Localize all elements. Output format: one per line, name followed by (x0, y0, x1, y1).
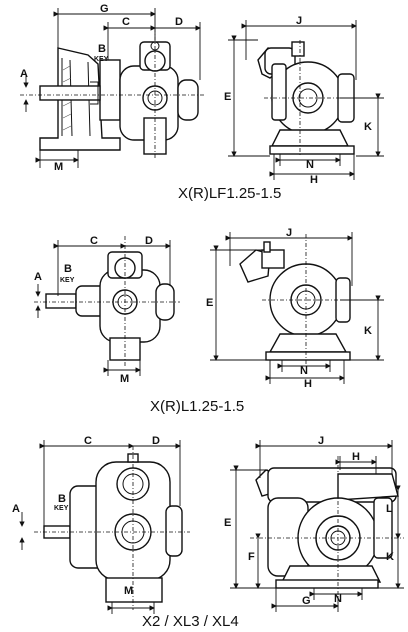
diagram-2-front-view (239, 234, 360, 364)
diagram-2-label-d: D (145, 235, 153, 247)
diagram-1-side-view (20, 28, 205, 160)
diagram-1-label-key: KEY (94, 56, 109, 63)
diagram-1-label-a: A (20, 68, 28, 80)
diagram-3-label-c: C (84, 435, 92, 447)
diagram-3-front-view (250, 456, 404, 596)
diagram-2-label-n: N (300, 365, 308, 377)
diagram-3-label-n: N (334, 593, 342, 605)
diagram-1-label-j: J (296, 15, 302, 27)
diagram-2-label-k: K (364, 325, 372, 337)
diagram-1-label-g: G (100, 3, 109, 15)
diagram-3-label-a: A (12, 503, 20, 515)
diagram-1-label-h: H (310, 174, 318, 186)
diagram-2-label-h: H (304, 378, 312, 390)
diagram-2-label-a: A (34, 271, 42, 283)
diagram-1-caption: X(R)LF1.25-1.5 (178, 185, 281, 202)
diagram-3-label-m: M (124, 585, 133, 597)
diagram-3-side-dims (19, 440, 181, 614)
diagram-1-front-dims (228, 20, 384, 180)
diagram-3-label-f: F (248, 551, 255, 563)
diagram-3-label-j: J (318, 435, 324, 447)
diagram-2: C D A B KEY M (34, 227, 384, 415)
diagram-1-label-m: M (54, 161, 63, 173)
diagram-2-caption: X(R)L1.25-1.5 (150, 398, 244, 415)
diagram-1-label-n: N (306, 159, 314, 171)
diagram-2-side-view (34, 236, 180, 366)
diagram-1-front-view (257, 40, 362, 156)
diagram-2-front-dims (210, 232, 384, 384)
diagram-3-side-view (34, 446, 190, 610)
diagram-3-label-l: L (386, 503, 393, 515)
diagram-1-label-e: E (224, 91, 231, 103)
diagram-3-caption: X2 / XL3 / XL4 (142, 613, 239, 630)
diagram-2-label-j: J (286, 227, 292, 239)
diagram-2-side-dims (35, 240, 171, 376)
diagram-3-label-h: H (352, 451, 360, 463)
diagram-3-front-dims (230, 440, 404, 612)
diagram-3-label-k: K (386, 551, 394, 563)
diagram-2-label-c: C (90, 235, 98, 247)
diagram-1-label-b: B (98, 43, 106, 55)
diagram-2-label-e: E (206, 297, 213, 309)
diagram-1-side-dims (23, 8, 201, 168)
diagram-1: G C D B KEY A M (20, 3, 384, 202)
diagram-1-label-c: C (122, 16, 130, 28)
diagram-3-label-e: E (224, 517, 231, 529)
diagram-3-label-b: B (58, 493, 66, 505)
diagram-3-label-g: G (302, 595, 311, 607)
diagram-2-label-b: B (64, 263, 72, 275)
diagram-3-label-key: KEY (54, 505, 69, 512)
diagram-3-label-d: D (152, 435, 160, 447)
diagram-1-label-d: D (175, 16, 183, 28)
diagram-3: C D A B KEY M (12, 435, 404, 630)
diagram-1-label-k: K (364, 121, 372, 133)
diagram-2-label-key: KEY (60, 277, 75, 284)
diagram-2-label-m: M (120, 373, 129, 385)
